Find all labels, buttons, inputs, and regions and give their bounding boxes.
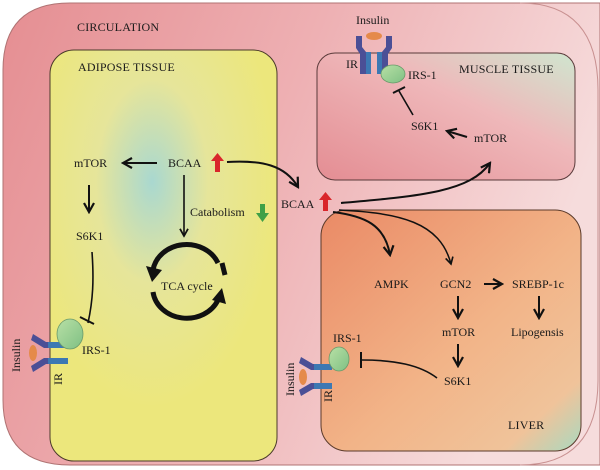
muscle-irs1-label: IRS-1 [408,68,437,82]
muscle-insulin-label: Insulin [356,13,389,27]
adipose-label: ADIPOSE TISSUE [78,60,175,74]
adipose-insulin-label: Insulin [9,339,23,372]
adipose-insulin-icon [29,345,37,361]
liver-irs1-label: IRS-1 [333,331,362,345]
tca-cycle-label: TCA cycle [161,279,213,293]
liver-label: LIVER [508,418,544,432]
adipose-ir-label: IR [51,373,65,385]
liver-insulin-icon [299,369,307,385]
muscle-insulin-receptor-icon [356,36,392,74]
adipose-insulin-receptor-icon [31,334,68,372]
muscle-s6k1-label: S6K1 [411,119,438,133]
muscle-ir-label: IR [346,57,358,71]
adipose-bcaa-release-arrow [226,160,298,187]
circulation-bcaa-label: BCAA [281,197,315,211]
muscle-inhibition-bar [392,86,406,94]
muscle-insulin-icon [366,32,382,40]
bcaa-to-ampk-arrow [332,211,390,255]
liver-insulin-receptor-icon [299,357,332,396]
adipose-mtor-label: mTOR [74,156,107,170]
bcaa-to-gcn2-arrow [338,209,451,264]
adipose-bcaa-up-arrow-icon [211,153,224,172]
liver-irs1-icon [328,346,350,372]
muscle-compartment: MUSCLE TISSUE [316,52,576,181]
muscle-mtor-to-s6k1-arrow [447,131,468,137]
adipose-s6k1-inhibits-irs1 [87,251,94,324]
liver-mtor-label: mTOR [442,325,475,339]
liver-compartment: LIVER [320,209,582,452]
bcaa-to-muscle-mtor-arrow [340,163,490,204]
adipose-irs1-label: IRS-1 [82,343,111,357]
liver-insulin-label: Insulin [283,363,297,396]
liver-s6k1-inhibits-irs1 [361,359,438,379]
liver-s6k1-label: S6K1 [444,374,471,388]
catabolism-label: Catabolism [190,205,245,219]
adipose-irs1-icon [56,318,84,350]
muscle-s6k1-inhibits-irs1 [398,90,414,116]
muscle-mtor-label: mTOR [474,131,507,145]
circulation-bcaa-up-arrow-icon [319,192,332,211]
catabolism-down-arrow-icon [256,204,269,222]
liver-ampk-label: AMPK [374,277,409,291]
liver-srebp-label: SREBP-1c [512,277,564,291]
circulation-label: CIRCULATION [77,20,159,34]
liver-lipogenesis-label: Lipogensis [511,325,564,339]
adipose-bcaa-label: BCAA [168,156,202,170]
adipose-s6k1-label: S6K1 [76,229,103,243]
liver-gcn2-label: GCN2 [440,277,471,291]
liver-ir-label: IR [321,390,335,402]
muscle-irs1-icon [380,64,406,84]
adipose-inhibition-bar [79,316,95,325]
muscle-label: MUSCLE TISSUE [459,62,554,76]
tca-cycle-icon [146,242,228,321]
